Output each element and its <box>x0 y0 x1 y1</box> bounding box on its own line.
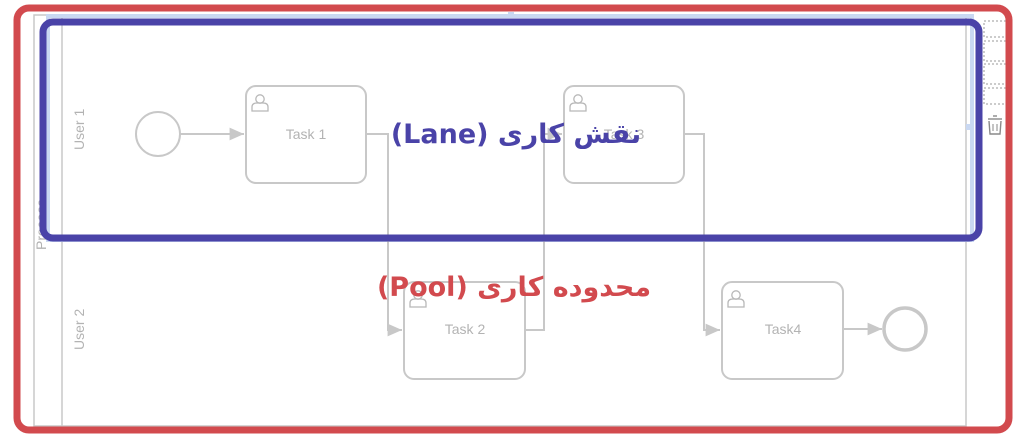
flow-task3-to-task4[interactable] <box>684 133 720 337</box>
end-event[interactable] <box>882 306 928 352</box>
lane-add-above-button[interactable] <box>983 20 1009 38</box>
pool-annotation-frame <box>13 4 1013 434</box>
lane-divide-two-button[interactable] <box>983 40 1009 62</box>
trash-icon[interactable] <box>988 115 1002 135</box>
selection-handle[interactable] <box>966 124 972 130</box>
context-pad <box>983 20 1009 135</box>
selection-handle[interactable] <box>508 12 514 18</box>
task-4-label: Task4 <box>765 321 802 337</box>
task-3[interactable]: Task 3 <box>563 85 685 184</box>
lane-2-label: User 2 <box>71 309 87 350</box>
lane-annotation-frame <box>39 18 983 242</box>
lane-add-below-button[interactable] <box>983 87 1009 105</box>
flow-task2-to-task3[interactable] <box>525 127 562 331</box>
task-1-label: Task 1 <box>286 126 327 142</box>
lane-1-label: User 1 <box>71 109 87 150</box>
flow-task1-to-task2[interactable] <box>366 133 402 337</box>
task-4[interactable]: Task4 <box>721 281 844 380</box>
task-3-label: Task 3 <box>604 126 645 142</box>
task-2-label: Task 2 <box>445 321 486 337</box>
lane-annotation-label: نقش کاری (Lane) <box>391 119 641 150</box>
pool-annotation-label: محدوده کاری (Pool) <box>377 272 651 303</box>
task-1[interactable]: Task 1 <box>245 85 367 184</box>
start-event[interactable] <box>135 111 181 157</box>
lane-divide-three-button[interactable] <box>983 63 1009 85</box>
